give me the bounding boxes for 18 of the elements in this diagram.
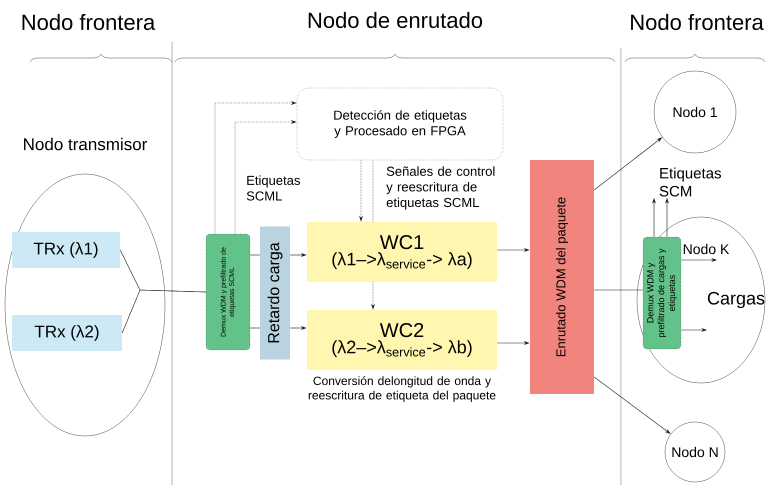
- node-label: Nodo transmisor: [24, 138, 148, 150]
- transceiver-box: TRx (λ1): [12, 232, 120, 268]
- edge-label: Nodo K: [684, 244, 730, 254]
- router-box: Enrutado WDM del paquete: [530, 160, 594, 394]
- annotation: Señales de control y reescritura de etiquetas SCML: [386, 166, 494, 210]
- node-text: Cargas: [708, 292, 764, 308]
- section-heading: Nodo frontera: [22, 14, 156, 30]
- annotation: Conversión delongitud de onda y reescritura de etiqueta del paquete: [308, 376, 496, 402]
- section-heading: Nodo de enrutado: [308, 12, 482, 28]
- converter-box: WC2 (λ2–>λ$_{service}$-> λb): [307, 310, 497, 370]
- transceiver-box: TRx (λ2): [12, 315, 122, 351]
- delay-box: Retardo carga: [260, 226, 290, 360]
- annotation: Etiquetas SCML: [246, 175, 300, 201]
- section-heading: Nodo frontera: [631, 14, 764, 30]
- signal-text: Etiquetas SCM: [660, 168, 721, 196]
- demux-box: Demux WDM y prefiltrado de cargas y etiquetas: [642, 236, 682, 350]
- processing-box: Detección de etiquetas y Procesado en FPGA: [296, 88, 504, 160]
- converter-box: WC1 (λ1–>λ$_{service}$-> λa): [307, 222, 497, 282]
